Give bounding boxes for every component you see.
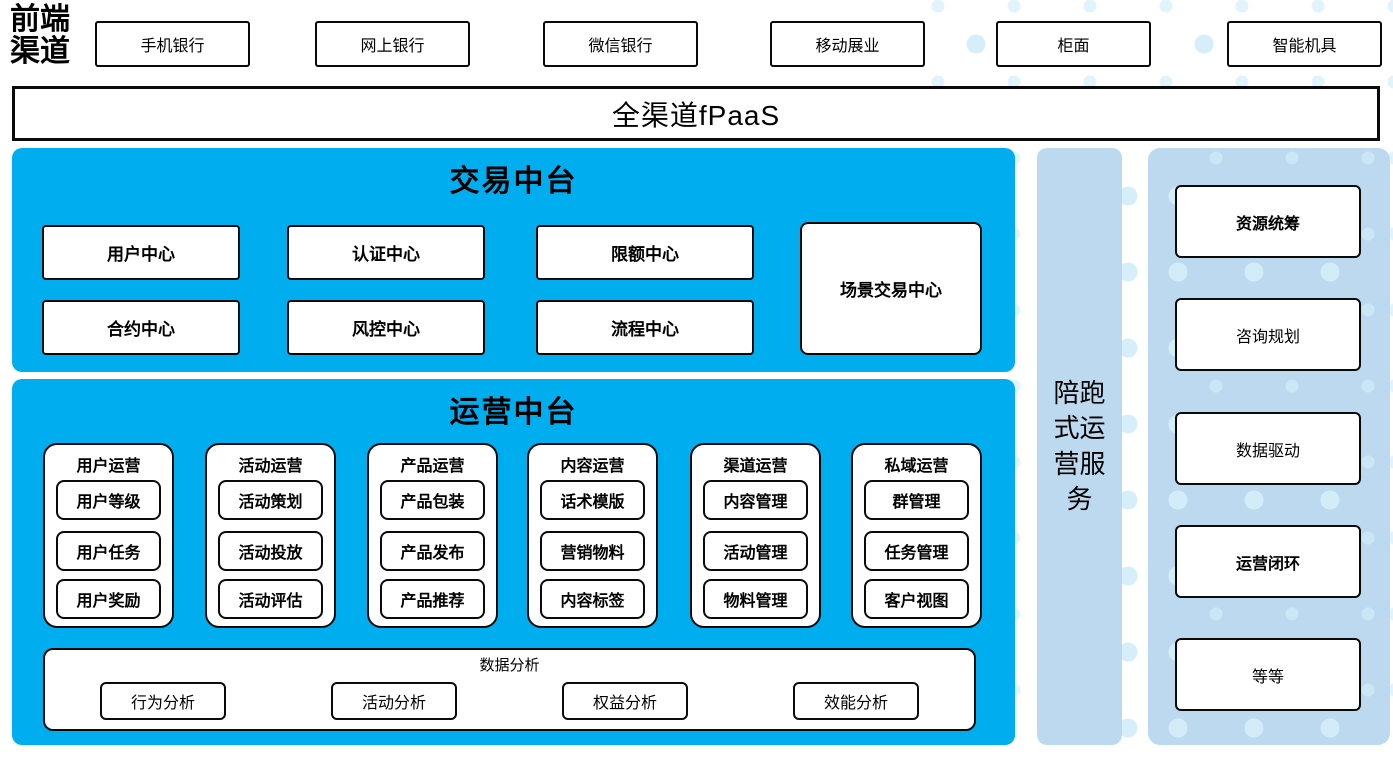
ops-item: 物料管理 [703,579,808,619]
channel-box-online-banking: 网上银行 [315,21,470,67]
ops-item: 话术模版 [540,480,645,520]
companion-service-bar: 陪跑式运营服务 [1037,148,1122,745]
trade-platform-block: 交易中台 用户中心 认证中心 限额中心 合约中心 风控中心 流程中心 场景交易中… [12,148,1015,372]
ops-item: 任务管理 [864,531,969,571]
data-analysis-box: 数据分析 行为分析 活动分析 权益分析 效能分析 [43,648,976,731]
ops-group-title: 用户运营 [76,458,141,475]
fpaas-omnichannel-bar: 全渠道fPaaS [12,86,1380,141]
ops-item: 群管理 [864,480,969,520]
data-analysis-row: 行为分析 活动分析 权益分析 效能分析 [45,682,974,722]
ops-item: 用户奖励 [56,579,161,619]
ops-item: 产品包装 [380,480,485,520]
ops-group-title: 内容运营 [560,458,625,475]
trade-center-limit: 限额中心 [536,225,754,280]
channel-box-wechat-banking: 微信银行 [543,21,698,67]
ops-group-channel: 渠道运营 内容管理 活动管理 物料管理 [690,443,821,628]
data-analysis-title: 数据分析 [479,657,540,674]
ops-item: 活动投放 [218,531,323,571]
ops-item: 用户等级 [56,480,161,520]
channel-box-counter: 柜面 [996,21,1151,67]
ops-item: 产品推荐 [380,579,485,619]
right-services-column: 资源统筹 咨询规划 数据驱动 运营闭环 等等 [1148,148,1390,745]
trade-platform-title: 交易中台 [449,165,578,198]
trade-center-scene: 场景交易中心 [800,222,982,355]
trade-center-user: 用户中心 [42,225,240,280]
ops-item: 营销物料 [540,531,645,571]
service-box-data-driven: 数据驱动 [1175,412,1361,485]
analysis-item-activity: 活动分析 [331,682,457,720]
channel-box-mobile-outreach: 移动展业 [770,21,925,67]
ops-group-private-domain: 私域运营 群管理 任务管理 客户视图 [851,443,982,628]
trade-center-contract: 合约中心 [42,300,240,355]
analysis-item-behavior: 行为分析 [100,682,226,720]
front-channels-label: 前端渠道 [10,3,70,69]
trade-center-auth: 认证中心 [287,225,485,280]
ops-item: 活动评估 [218,579,323,619]
ops-platform-block: 运营中台 用户运营 用户等级 用户任务 用户奖励 活动运营 活动策划 活动投放 … [12,379,1015,745]
ops-item: 用户任务 [56,531,161,571]
ops-group-title: 渠道运营 [723,458,788,475]
ops-group-product: 产品运营 产品包装 产品发布 产品推荐 [367,443,498,628]
ops-group-activity: 活动运营 活动策划 活动投放 活动评估 [205,443,336,628]
service-box-etc: 等等 [1175,638,1361,711]
ops-group-title: 产品运营 [400,458,465,475]
ops-platform-title: 运营中台 [449,396,578,429]
ops-group-title: 私域运营 [884,458,949,475]
service-box-resource-planning: 资源统筹 [1175,185,1361,258]
ops-group-title: 活动运营 [238,458,303,475]
trade-center-process: 流程中心 [536,300,754,355]
channel-box-smart-devices: 智能机具 [1227,21,1382,67]
ops-item: 活动策划 [218,480,323,520]
channel-box-mobile-banking: 手机银行 [95,21,250,67]
ops-item: 活动管理 [703,531,808,571]
service-box-ops-loop: 运营闭环 [1175,525,1361,598]
service-box-consulting: 咨询规划 [1175,298,1361,371]
ops-item: 内容管理 [703,480,808,520]
analysis-item-efficiency: 效能分析 [793,682,919,720]
ops-item: 内容标签 [540,579,645,619]
ops-item: 产品发布 [380,531,485,571]
ops-item: 客户视图 [864,579,969,619]
ops-group-content: 内容运营 话术模版 营销物料 内容标签 [527,443,658,628]
trade-center-risk: 风控中心 [287,300,485,355]
companion-service-label: 陪跑式运营服务 [1053,378,1106,514]
ops-group-user: 用户运营 用户等级 用户任务 用户奖励 [43,443,174,628]
analysis-item-benefit: 权益分析 [562,682,688,720]
